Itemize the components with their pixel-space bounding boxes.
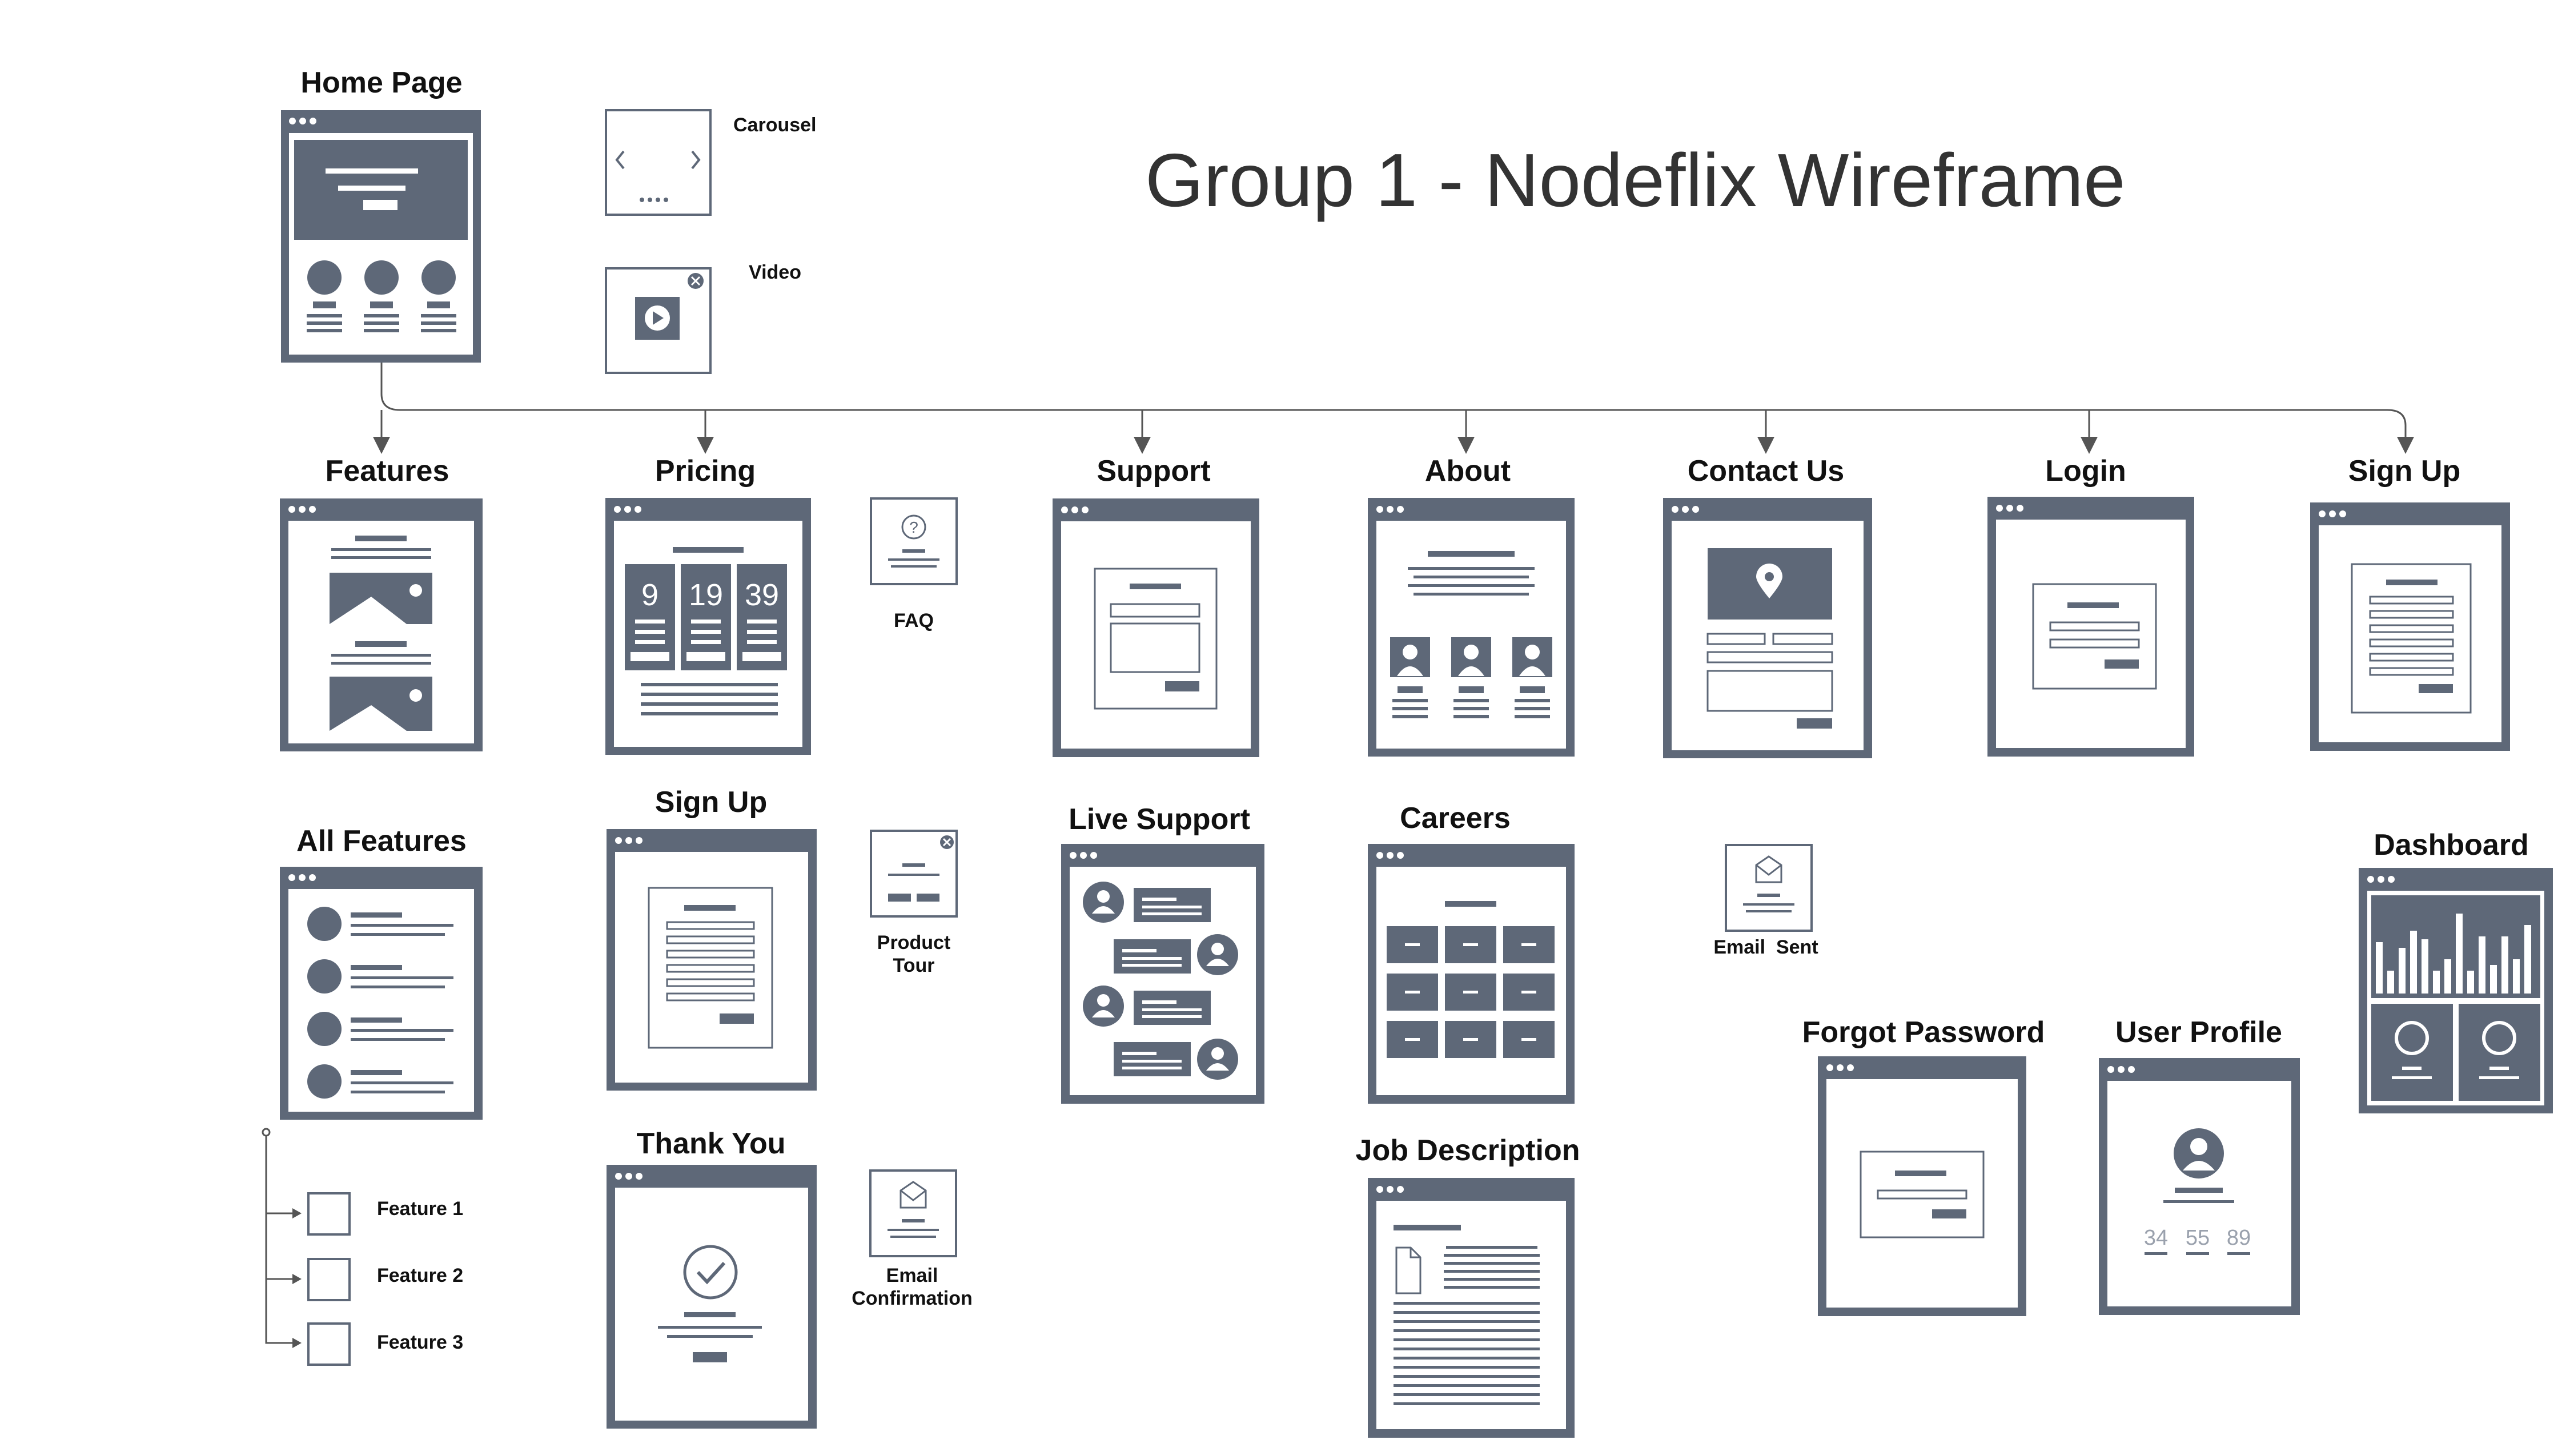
live-support-wireframe[interactable] xyxy=(1061,844,1264,1104)
label-user-profile: User Profile xyxy=(2115,1016,2282,1049)
carousel-component[interactable] xyxy=(605,109,712,216)
label-home-page: Home Page xyxy=(300,66,463,99)
label-thank-you: Thank You xyxy=(636,1127,786,1160)
label-all-features: All Features xyxy=(296,824,467,858)
connector-arrowheads xyxy=(292,1208,302,1348)
feature-checkboxes[interactable] xyxy=(307,1192,351,1366)
label-feature-3: Feature 3 xyxy=(377,1332,464,1353)
sign-up-pricing-wireframe[interactable] xyxy=(607,829,817,1091)
profile-stat-1: 34 xyxy=(2144,1226,2168,1250)
label-support: Support xyxy=(1097,455,1211,488)
label-feature-2: Feature 2 xyxy=(377,1265,464,1286)
label-login: Login xyxy=(2045,455,2126,488)
sign-up-wireframe[interactable] xyxy=(2310,502,2510,751)
home-page-wireframe[interactable] xyxy=(281,110,481,363)
label-forgot-password: Forgot Password xyxy=(1802,1016,2045,1049)
pricing-tier-2: 19 xyxy=(689,578,723,612)
label-product-tour-1: Product xyxy=(877,932,951,954)
label-email-confirmation-2: Confirmation xyxy=(852,1288,973,1309)
pricing-tier-1: 9 xyxy=(641,578,658,612)
features-wireframe[interactable] xyxy=(280,498,483,751)
label-dashboard: Dashboard xyxy=(2374,828,2529,862)
forgot-password-wireframe[interactable] xyxy=(1818,1056,2026,1316)
label-product-tour-2: Tour xyxy=(893,955,935,976)
label-live-support: Live Support xyxy=(1069,803,1250,836)
about-wireframe[interactable] xyxy=(1368,498,1575,757)
video-component[interactable] xyxy=(605,267,712,374)
feature-1-checkbox xyxy=(307,1192,351,1236)
feature-3-checkbox xyxy=(307,1322,351,1366)
email-sent-component[interactable] xyxy=(1725,844,1813,932)
label-carousel: Carousel xyxy=(733,114,817,136)
svg-text:?: ? xyxy=(909,518,918,536)
careers-wireframe[interactable] xyxy=(1368,844,1575,1104)
label-job-description: Job Description xyxy=(1355,1134,1580,1167)
product-tour-component[interactable] xyxy=(870,830,958,918)
label-pricing: Pricing xyxy=(654,455,756,488)
label-feature-1: Feature 1 xyxy=(377,1198,464,1220)
email-confirmation-component[interactable] xyxy=(869,1169,957,1257)
label-careers: Careers xyxy=(1400,802,1511,835)
pricing-tier-3: 39 xyxy=(745,578,779,612)
label-features: Features xyxy=(325,455,449,488)
feature-2-checkbox xyxy=(307,1258,351,1301)
support-wireframe[interactable] xyxy=(1053,498,1259,757)
label-faq: FAQ xyxy=(894,610,934,632)
contact-us-wireframe[interactable] xyxy=(1663,498,1872,758)
all-features-wireframe[interactable] xyxy=(280,867,483,1120)
dashboard-wireframe[interactable] xyxy=(2359,868,2553,1113)
label-video: Video xyxy=(749,262,801,283)
label-about: About xyxy=(1424,455,1511,488)
connector-lines xyxy=(262,360,2414,1344)
job-description-wireframe[interactable] xyxy=(1368,1178,1575,1438)
profile-stat-3: 89 xyxy=(2227,1226,2251,1250)
faq-component[interactable]: ? xyxy=(870,497,958,585)
label-email-sent: Email Sent xyxy=(1713,936,1818,958)
profile-stat-2: 55 xyxy=(2186,1226,2210,1250)
thank-you-wireframe[interactable] xyxy=(607,1165,817,1429)
login-wireframe[interactable] xyxy=(1987,497,2194,757)
label-contact-us: Contact Us xyxy=(1687,455,1845,488)
pricing-wireframe[interactable]: 9 19 39 xyxy=(605,498,811,755)
label-sign-up-pricing: Sign Up xyxy=(654,786,768,819)
label-sign-up-top: Sign Up xyxy=(2348,455,2461,488)
label-email-confirmation-1: Email xyxy=(886,1265,938,1286)
diagram-title: Group 1 - Nodeflix Wireframe xyxy=(1145,138,2126,222)
user-profile-wireframe[interactable]: 34 55 89 xyxy=(2099,1058,2300,1315)
